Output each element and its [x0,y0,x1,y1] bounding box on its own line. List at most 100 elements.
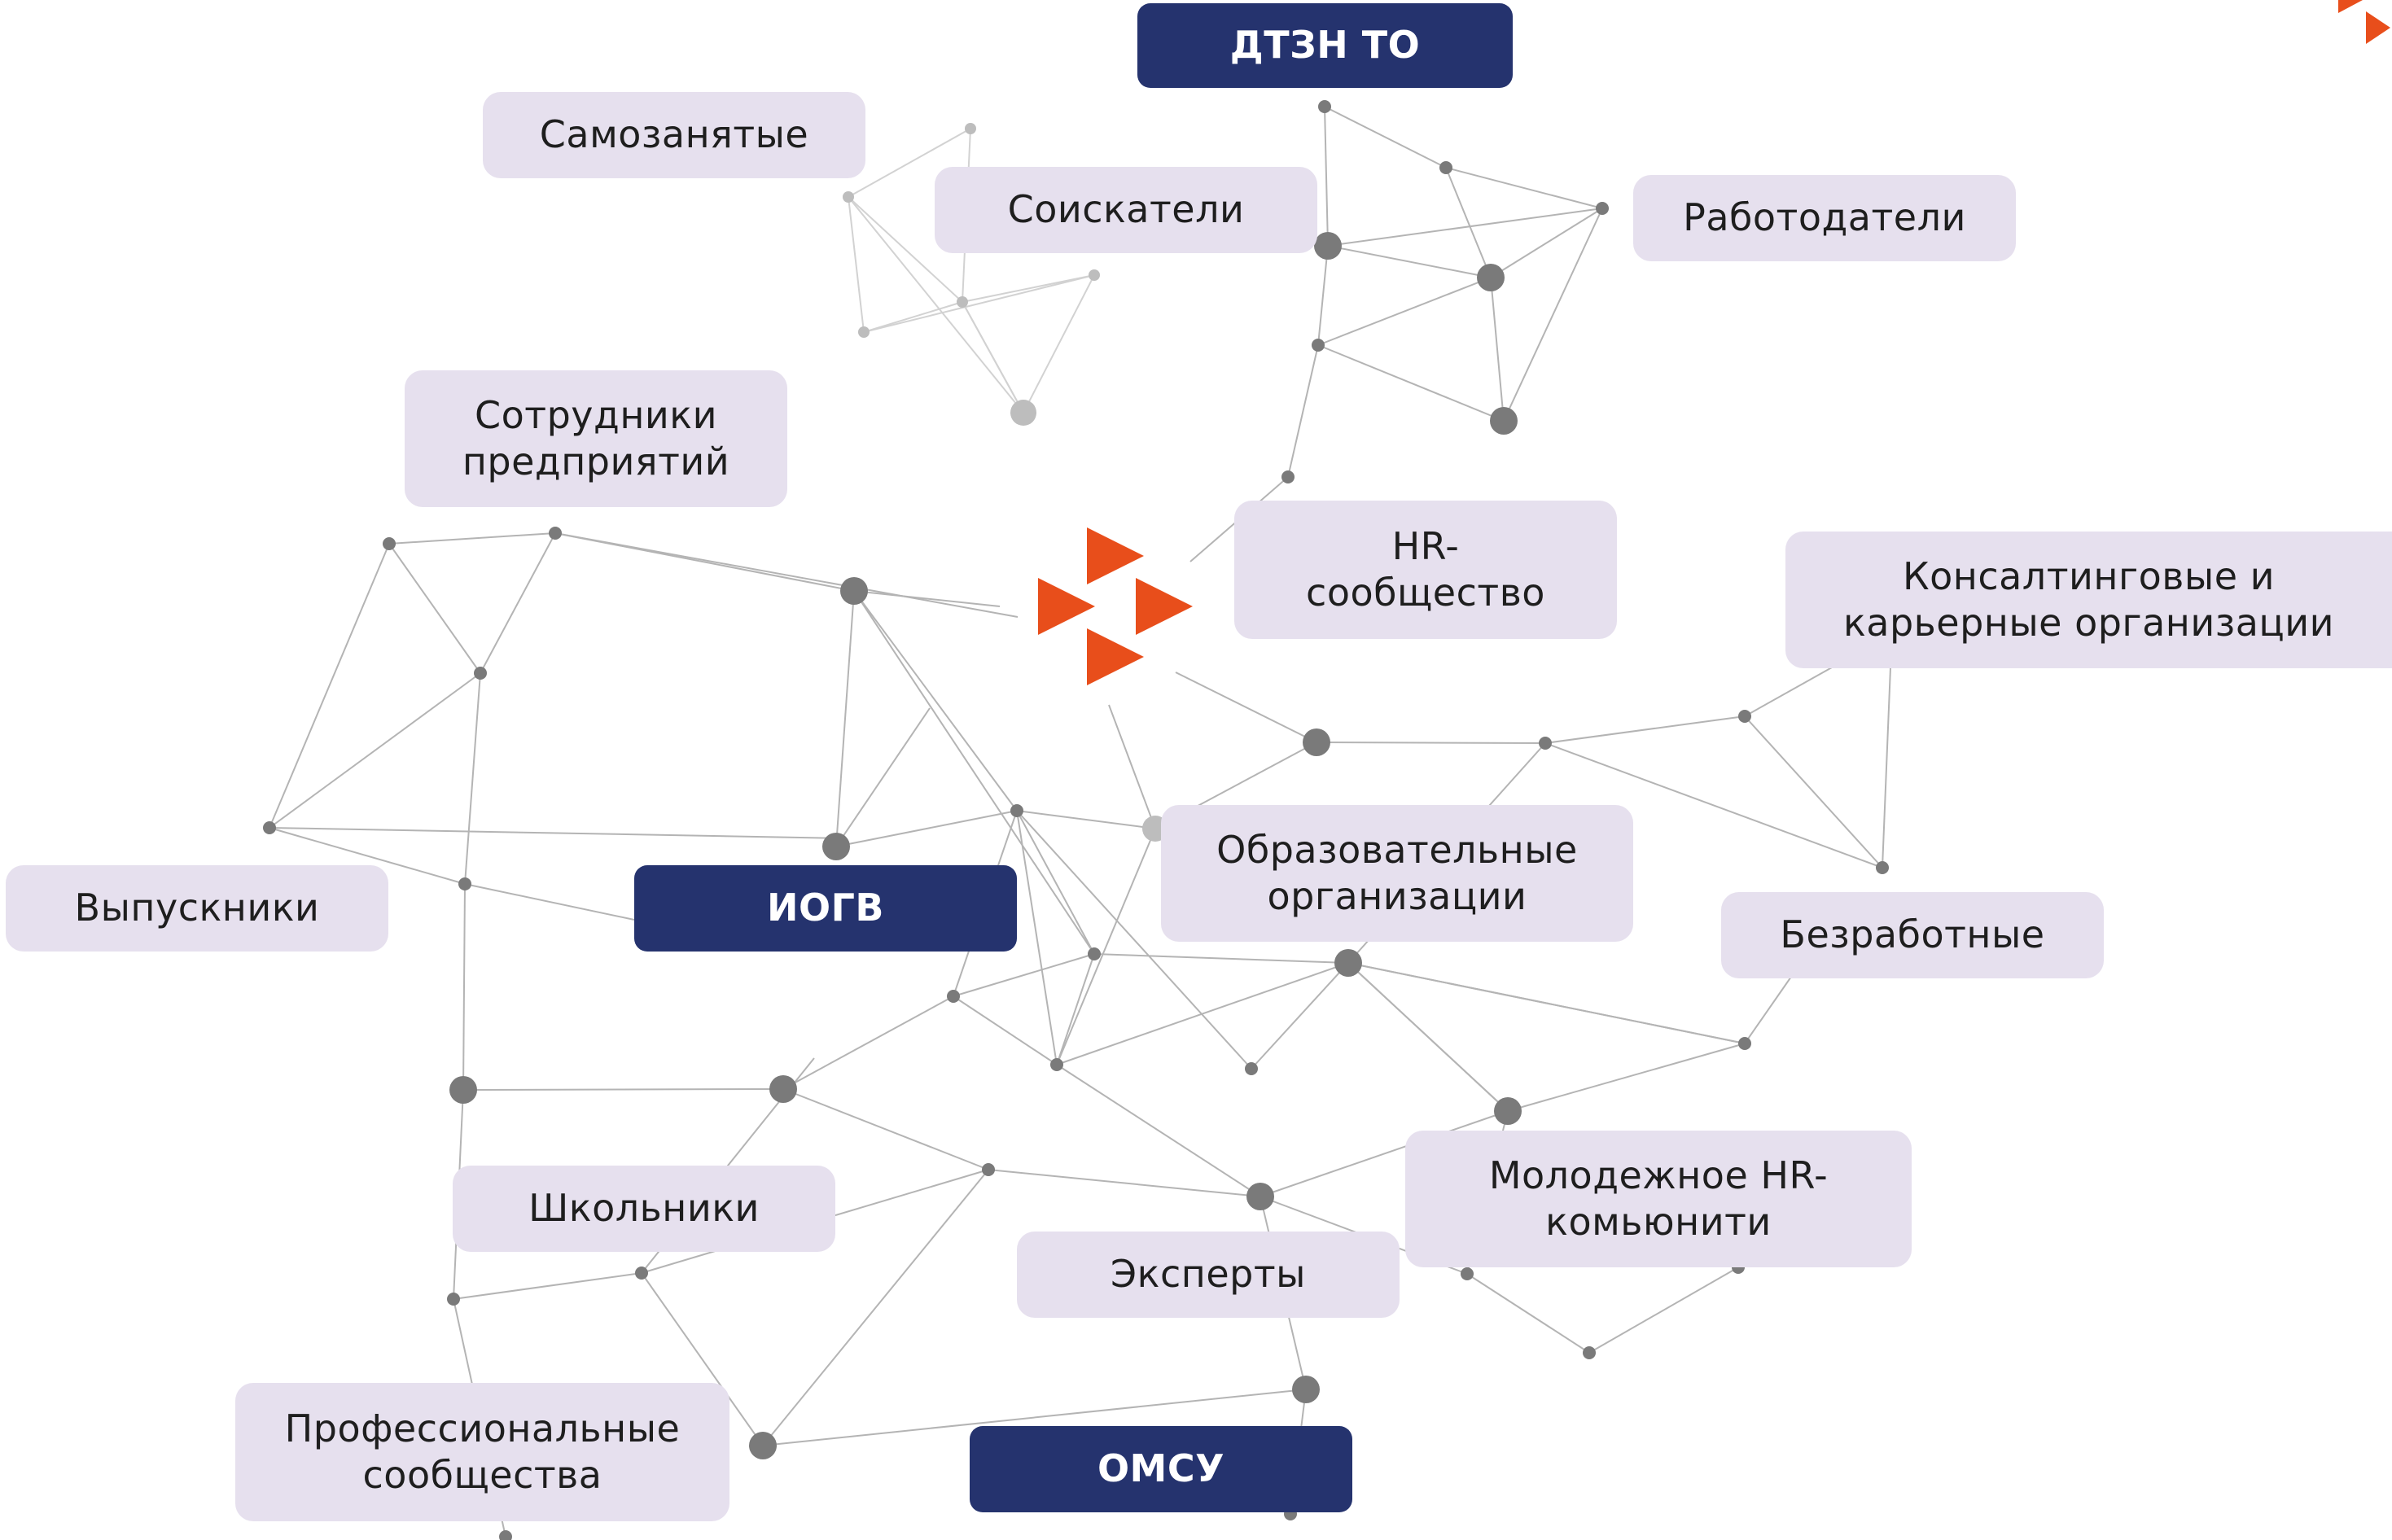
network-node [1477,264,1505,291]
node-vypuskniki: Выпускники [6,865,388,952]
node-bezrabotnye-label: Безработные [1780,912,2045,957]
network-node [1439,161,1452,174]
network-node [1494,1097,1522,1125]
network-edge [464,883,635,921]
network-edge [641,1272,764,1446]
network-node [1245,1062,1258,1075]
network-edge [853,590,1001,607]
network-node [858,326,870,338]
network-node [1539,737,1552,750]
network-node [635,1267,648,1280]
node-rabotodateli-label: Работодатели [1683,195,1966,240]
network-edge [388,543,481,674]
network-node [1596,202,1609,215]
network-edge [1507,1043,1746,1112]
network-node [769,1075,797,1103]
network-node [1292,1376,1320,1403]
network-edge [462,883,466,1091]
network-edge [269,827,466,885]
node-konsalting: Консалтинговые и карьерные организации [1785,532,2392,668]
network-node [957,296,968,308]
network-node [1738,1037,1751,1050]
node-obrazovatelnye-label: Образовательные организации [1216,827,1578,919]
node-professionalnye: Профессиональные сообщества [235,1383,729,1521]
network-node [1314,232,1342,260]
network-edge [762,1389,1307,1446]
network-edge [1056,962,1349,1065]
node-shkolniki: Школьники [453,1166,835,1252]
network-edge [464,672,481,885]
network-edge [1016,810,1058,1065]
network-edge [848,196,865,333]
network-edge [554,532,1019,618]
node-iogv-label: ИОГВ [767,886,884,930]
network-edge [1490,208,1603,278]
network-edge [1445,167,1603,209]
network-edge [269,827,848,839]
network-edge [1016,810,1156,829]
network-edge [1317,277,1492,346]
orange-triangles-corner-icon [2338,0,2390,44]
network-node [1490,407,1518,435]
network-edge [1260,1110,1509,1197]
network-edge [953,995,1058,1065]
network-node [1088,947,1101,960]
network-edge [853,590,1018,812]
network-node [1583,1346,1596,1359]
network-edge [853,590,1095,955]
network-edge [1490,277,1505,422]
network-node [840,577,868,605]
network-node [1303,728,1330,756]
network-edge [1445,167,1492,278]
network-edge [1544,715,1746,744]
network-edge [988,1169,1261,1197]
node-molodezhnoe: Молодежное HR- комьюнити [1405,1131,1912,1267]
network-edge [1317,245,1329,346]
network-edge [1744,976,1792,1044]
network-edge [962,274,1095,303]
network-edge [1023,274,1095,413]
network-edge [953,953,1095,997]
network-node [263,821,276,834]
node-dtzn-label: ДТЗН ТО [1229,23,1421,68]
network-node [1246,1183,1274,1210]
node-eksperty-label: Эксперты [1111,1252,1306,1297]
network-node [1738,710,1751,723]
network-node [1089,269,1100,281]
node-obrazovatelnye: Образовательные организации [1161,805,1633,942]
network-node [822,833,850,860]
node-hr-community-label: HR- сообщество [1306,523,1545,615]
node-bezrabotnye: Безработные [1721,892,2104,978]
network-edge [1744,667,1833,717]
network-edge [762,1169,989,1446]
network-edge [1287,344,1319,478]
network-node [1318,100,1331,113]
network-edge [782,1088,989,1170]
network-edge [1324,106,1447,168]
network-edge [1327,245,1492,278]
network-node [1010,400,1036,426]
network-edge [848,196,1024,413]
node-eksperty: Эксперты [1017,1232,1400,1318]
network-edge [1056,1064,1261,1197]
network-node [843,191,854,203]
network-edge [863,274,1095,333]
network-edge [835,810,1018,847]
network-edge [1882,667,1891,868]
node-konsalting-label: Консалтинговые и карьерные организации [1842,553,2335,645]
network-node [499,1530,512,1540]
network-edge [848,196,963,303]
network-edge [835,590,855,847]
network-edge [269,543,390,829]
network-edge [1251,962,1349,1070]
network-edge [388,532,556,545]
network-edge [1588,1267,1739,1354]
node-dtzn: ДТЗН ТО [1137,3,1513,88]
network-edge [1056,828,1156,1065]
node-soiskateli: Соискатели [935,167,1317,253]
network-edge [962,301,1024,413]
network-edge [1503,208,1603,422]
node-shkolniki-label: Школьники [528,1186,760,1231]
node-samozanyatye-label: Самозанятые [539,112,809,157]
